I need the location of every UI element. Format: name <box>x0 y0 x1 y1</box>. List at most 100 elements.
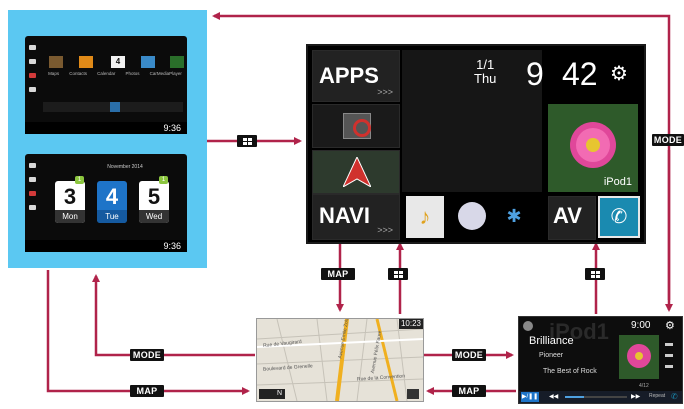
previous-button[interactable]: ◀◀ <box>549 394 559 400</box>
options-icon[interactable] <box>665 365 673 368</box>
map-screen: Avenue Emile Zola Avenue Félix Faure Rue… <box>256 318 424 402</box>
event-badge: 1 <box>159 176 168 184</box>
list-icon[interactable] <box>665 343 673 346</box>
calendar-day-card-selected[interactable]: 4 Tue <box>97 181 127 223</box>
app-labels: Maps Contacts Calendar Photos CarMediaPl… <box>43 71 187 79</box>
mode-badge-mid: MODE <box>452 349 486 361</box>
arrow-phone-to-map <box>46 270 250 395</box>
month-title: November 2014 <box>107 164 143 170</box>
arrow-map-to-phone <box>92 274 255 357</box>
contacts-app-icon[interactable] <box>79 56 93 68</box>
event-badge: 1 <box>75 176 84 184</box>
home-icon[interactable] <box>28 163 36 168</box>
flower-center <box>635 352 643 360</box>
track-title: The Best of Rock <box>543 368 597 375</box>
app-label: Calendar <box>97 71 116 76</box>
album-title: Brilliance <box>529 335 574 347</box>
phone-clock: 9:36 <box>163 123 181 133</box>
av-tile[interactable]: AV <box>548 196 596 240</box>
audio-screen: iPod1 9:00 ⚙ Brilliance Pioneer The Best… <box>518 316 683 404</box>
repeat-label[interactable]: Repeat <box>649 393 666 399</box>
navi-label: NAVI <box>319 203 370 228</box>
weekday-text: Thu <box>474 71 497 86</box>
audio-clock: 9:00 <box>631 320 651 331</box>
search-icon[interactable] <box>665 354 673 357</box>
clock-minute: 42 <box>562 56 598 92</box>
av-label: AV <box>553 203 582 228</box>
audio-album-art <box>619 335 659 379</box>
mirror-link-tile[interactable] <box>312 104 400 148</box>
phone-call-icon[interactable]: ✆ <box>598 196 640 238</box>
transport-bar: ▶/❚❚ ◀◀ ▶▶ Repeat ✆ <box>519 391 682 403</box>
source-label: iPod1 <box>603 176 632 188</box>
progress-track[interactable] <box>565 396 627 398</box>
day-name: Mon <box>55 210 85 223</box>
phone-side-icons <box>25 154 39 252</box>
menu-icon[interactable] <box>28 73 36 78</box>
phone-status-bar: 9:36 <box>25 240 187 252</box>
mode-badge-right: MODE <box>652 134 684 146</box>
day-number: 3 <box>63 184 77 209</box>
side-controls <box>665 337 675 381</box>
day-number: 4 <box>105 184 119 209</box>
track-count: 4/12 <box>639 383 649 389</box>
music-app-icon[interactable] <box>170 56 184 68</box>
menu-icon[interactable] <box>28 191 36 196</box>
apps-label: APPS <box>319 63 379 88</box>
map-badge-left: MAP <box>130 385 164 397</box>
maps-app-icon[interactable] <box>49 56 63 68</box>
center-panel <box>402 50 542 192</box>
map-menu-icon[interactable] <box>407 389 419 399</box>
settings-gear-icon[interactable]: ⚙ <box>665 320 675 332</box>
apps-more-icon: >>> <box>377 87 393 97</box>
flower-center <box>586 138 600 152</box>
album-art[interactable]: iPod1 <box>548 104 638 192</box>
day-name: Wed <box>139 210 169 223</box>
back-icon[interactable] <box>28 177 36 182</box>
phone-side-icons <box>25 36 39 134</box>
bluetooth-icon[interactable]: ✱ <box>506 206 522 226</box>
phone-status-bar: 9:36 <box>25 122 187 134</box>
phone-clock: 9:36 <box>163 241 181 251</box>
disc-icon[interactable] <box>458 202 486 230</box>
phone-icon[interactable]: ✆ <box>671 392 678 401</box>
phone-icon[interactable] <box>28 205 36 210</box>
map-badge-right: MAP <box>452 385 486 397</box>
grid-icon <box>590 270 600 278</box>
grid-badge-map <box>388 268 408 280</box>
back-icon[interactable] <box>28 59 36 64</box>
grid-icon <box>242 137 252 145</box>
date-block: 1/1 Thu <box>474 58 496 86</box>
sync-icon <box>353 119 371 137</box>
grid-badge-phone <box>237 135 257 147</box>
source-watermark: iPod1 <box>549 319 609 344</box>
navi-preview-tile[interactable] <box>312 150 400 194</box>
music-note-icon[interactable]: ♪ <box>406 196 444 238</box>
phone-icon[interactable] <box>28 87 36 92</box>
compass-indicator[interactable]: N <box>259 389 285 399</box>
calendar-app-icon[interactable]: 4 <box>111 56 125 68</box>
phone-home-screen: 4 Maps Contacts Calendar Photos CarMedia… <box>25 36 187 134</box>
navi-more-icon: >>> <box>377 225 393 235</box>
check-icon[interactable] <box>110 102 120 112</box>
play-pause-button[interactable]: ▶/❚❚ <box>521 392 539 402</box>
grid-icon <box>393 270 403 278</box>
calendar-day-card[interactable]: 3 Mon <box>55 181 85 223</box>
navi-tile[interactable]: NAVI >>> <box>312 194 400 240</box>
clock-hour: 9 <box>526 56 544 92</box>
artist-name: Pioneer <box>539 352 564 359</box>
photos-app-icon[interactable] <box>141 56 155 68</box>
settings-gear-icon[interactable]: ⚙ <box>610 63 628 85</box>
app-label: Contacts <box>69 71 87 76</box>
calendar-day-card[interactable]: 5 Wed <box>139 181 169 223</box>
app-label: CarMediaPlayer <box>149 71 182 76</box>
map-badge-center: MAP <box>321 268 355 280</box>
map-clock: 10:23 <box>399 319 423 329</box>
mode-badge-left: MODE <box>130 349 164 361</box>
day-name: Tue <box>97 210 127 223</box>
menu-icon[interactable] <box>523 321 533 331</box>
apps-tile[interactable]: APPS >>> <box>312 50 400 102</box>
home-icon[interactable] <box>28 45 36 50</box>
next-button[interactable]: ▶▶ <box>631 394 641 400</box>
app-label: Photos <box>125 71 140 76</box>
